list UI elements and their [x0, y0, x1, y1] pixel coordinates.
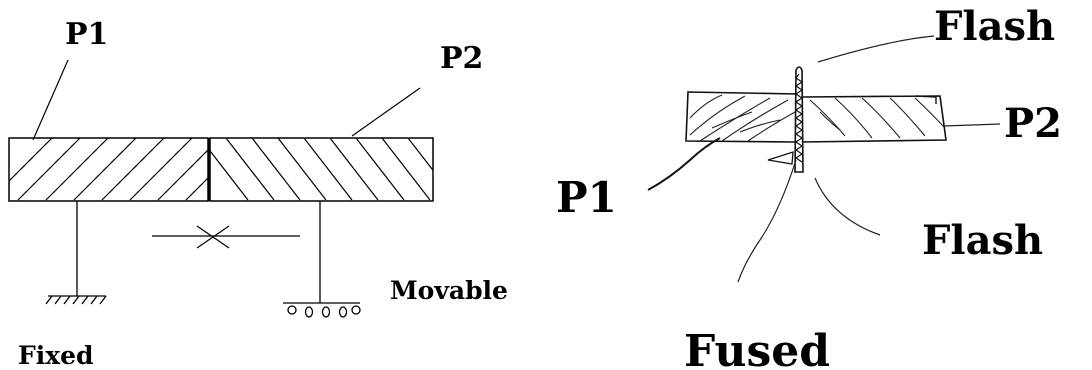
fused-part-p2 [800, 95, 947, 143]
p1-label: P1 [65, 17, 108, 52]
flash-top-leader [817, 35, 935, 63]
flash-bottom-leader [814, 177, 881, 236]
p1-right-leader [647, 137, 721, 191]
part-p2-block [209, 137, 434, 202]
right-diagram: Flash P2 P1 Flash Fused [556, 3, 1062, 370]
movable-label: Movable [390, 276, 508, 305]
movable-support [283, 201, 361, 318]
flash-bead [767, 66, 804, 173]
p1-right-label: P1 [556, 173, 617, 222]
p2-right-leader [943, 123, 1001, 127]
p1-hatching [9, 138, 208, 201]
fused-leader [737, 159, 797, 283]
p1-leader-line [32, 59, 69, 141]
flash-bottom-label: Flash [922, 217, 1043, 264]
fixed-support [45, 201, 107, 305]
fixed-label: Fixed [18, 341, 94, 370]
fused-part-p1 [685, 91, 798, 143]
part-p1-block [8, 137, 209, 202]
p2-leader-line [351, 87, 421, 137]
p2-label: P2 [440, 41, 483, 76]
flash-top-label: Flash [934, 3, 1055, 50]
fused-label: Fused [684, 326, 830, 370]
left-diagram: P1 P2 Fixed Movable [8, 17, 508, 370]
p2-right-label: P2 [1004, 100, 1062, 147]
motion-indicator [152, 225, 300, 249]
p2-hatching [210, 138, 433, 201]
